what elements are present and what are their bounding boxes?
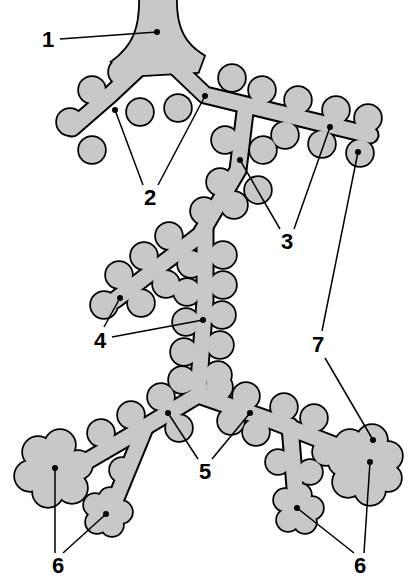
callout-number: 6	[354, 554, 366, 578]
callout-number: 6	[52, 554, 64, 578]
callout-number: 1	[42, 28, 54, 52]
callout-number: 7	[312, 333, 324, 357]
leader-lines	[55, 32, 373, 553]
callout-number: 2	[144, 186, 156, 210]
callout-number: 5	[199, 460, 211, 484]
callout-number: 3	[281, 230, 293, 254]
leader-dots	[52, 29, 376, 517]
callout-number: 4	[94, 329, 106, 353]
